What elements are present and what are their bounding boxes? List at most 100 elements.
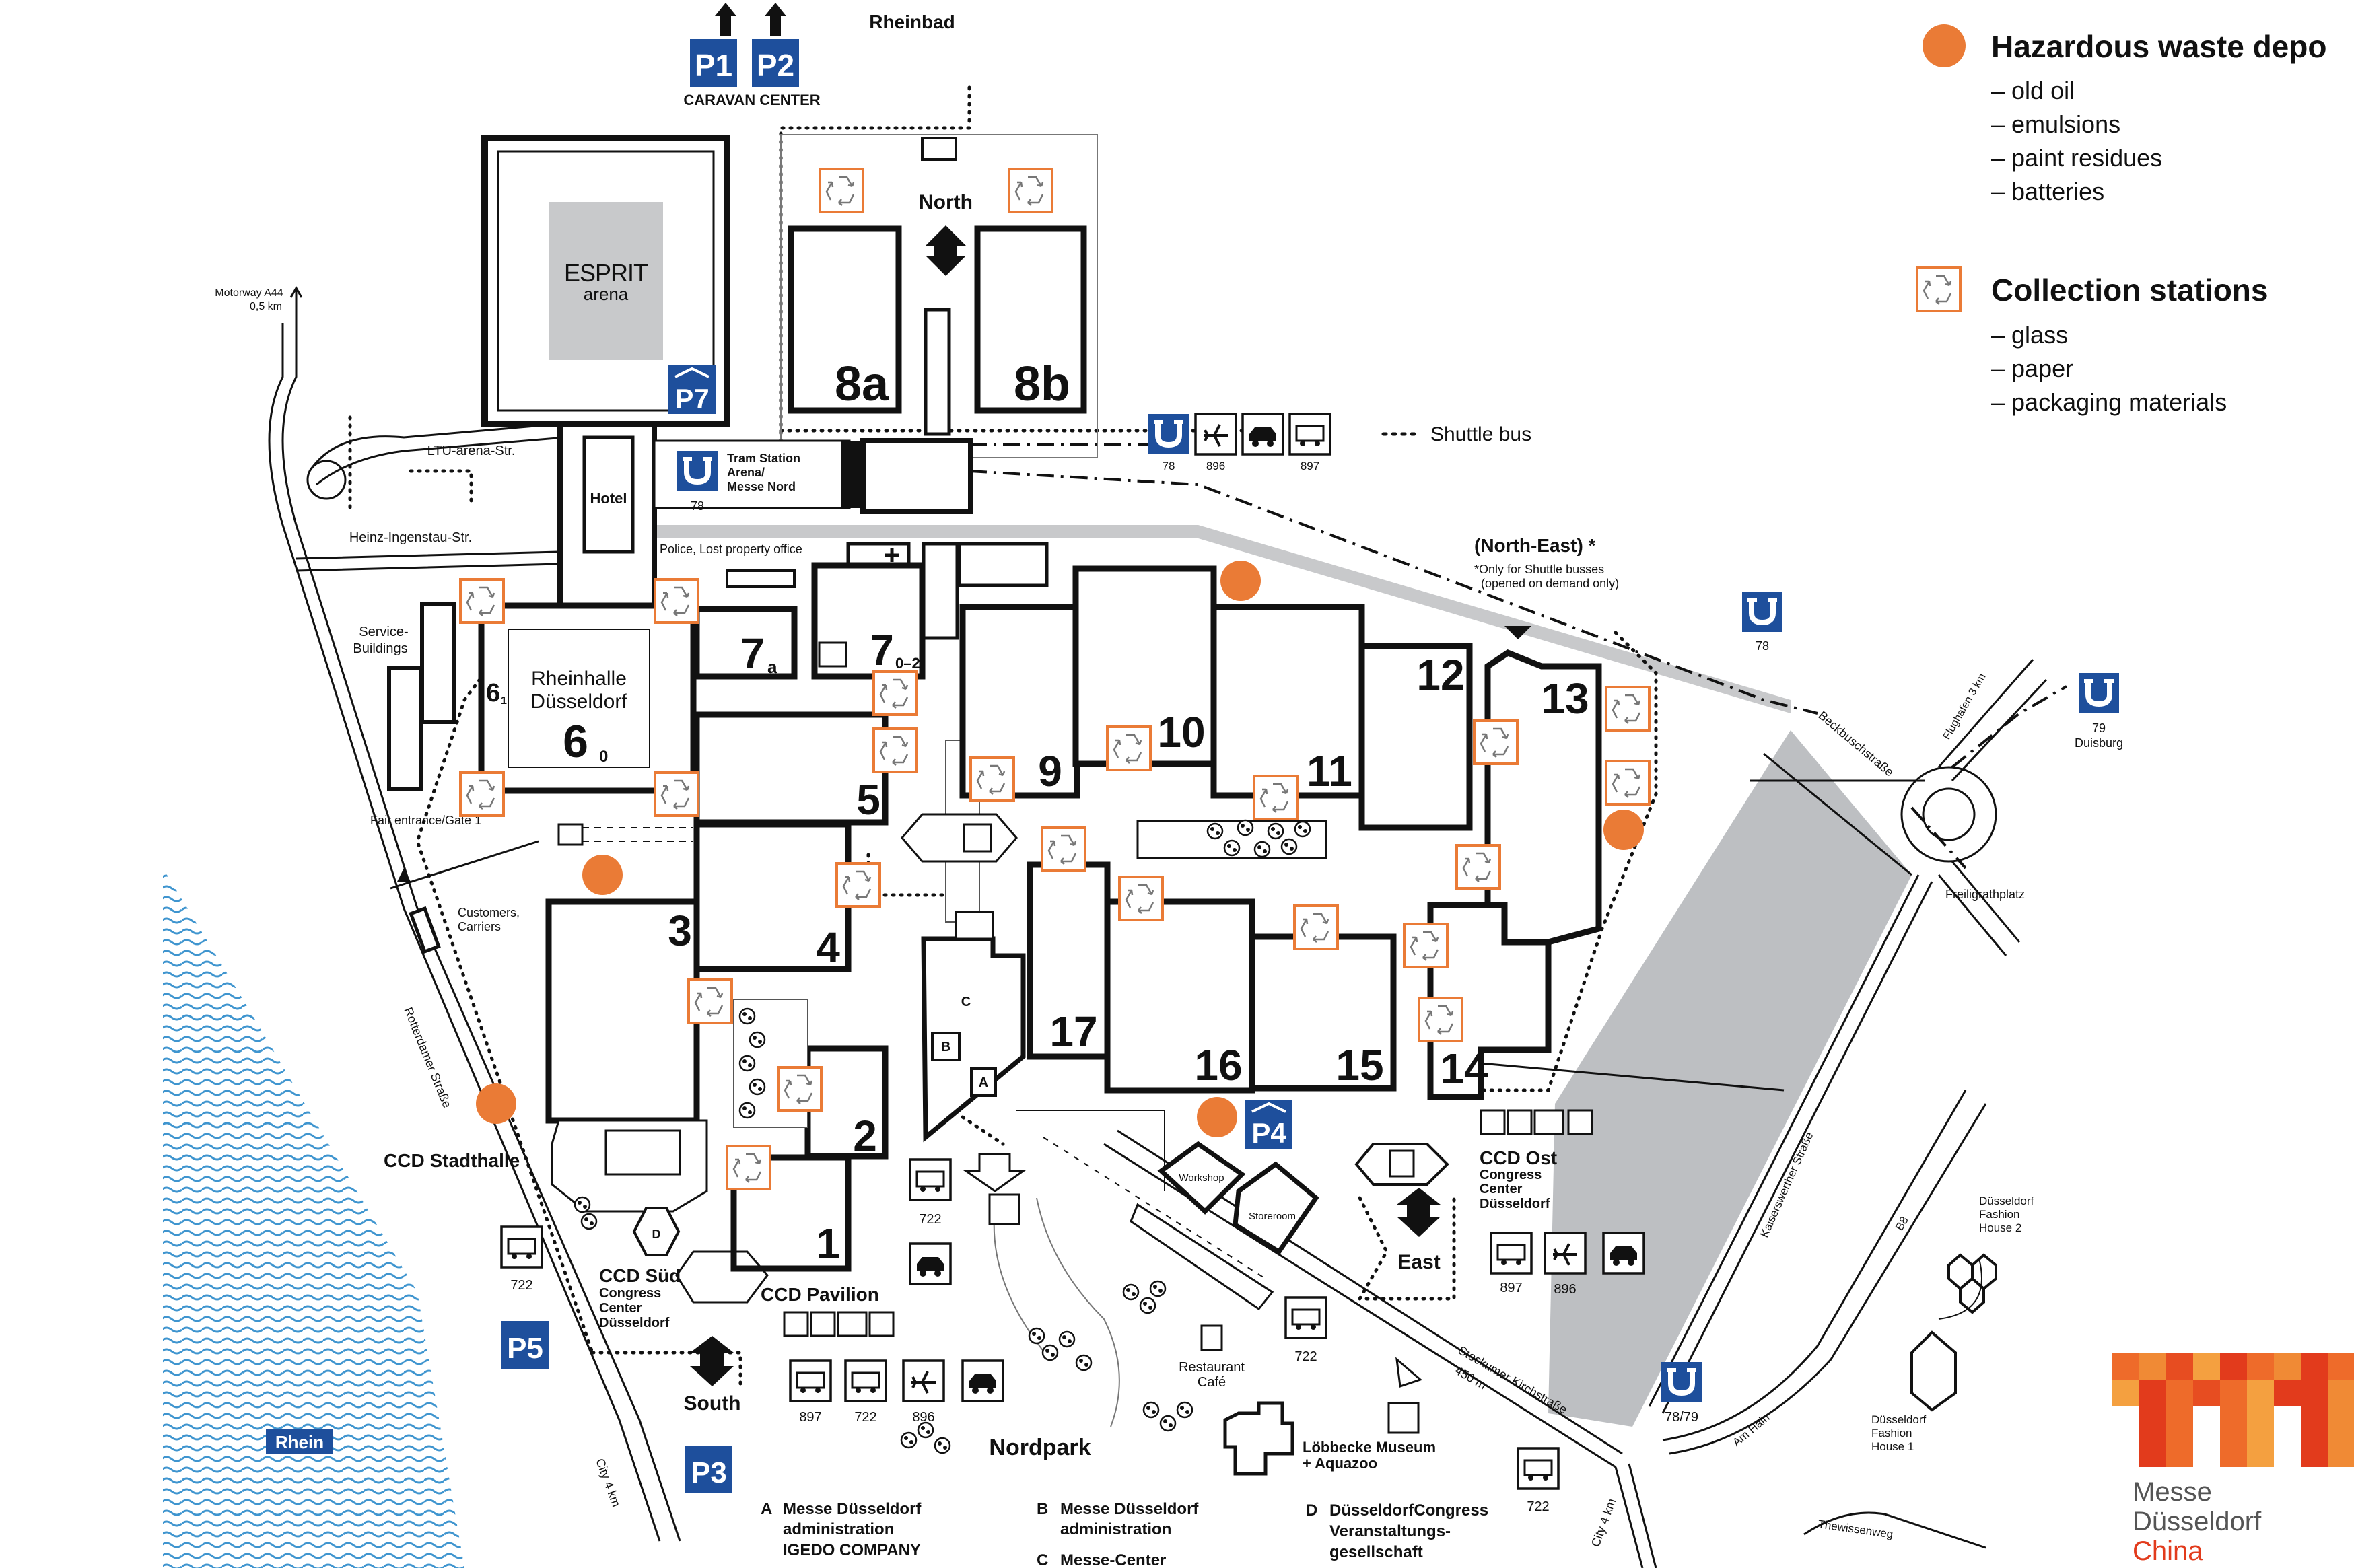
storeroom-building <box>1233 1161 1319 1255</box>
tram-stop-7879-label: 78/79 <box>1665 1410 1698 1425</box>
a-building-label: A <box>979 1075 988 1090</box>
hall-12-label: 12 <box>1416 651 1464 699</box>
footnote-a-l1: Messe Düsseldorf <box>783 1500 922 1518</box>
beckbusch-label: Beckbuschstraße <box>1815 709 1896 779</box>
restaurant-center <box>901 813 1018 863</box>
city-left-label: City 4 km <box>593 1457 623 1509</box>
arena-logo-box <box>549 202 663 360</box>
service-label: Service- <box>359 625 408 639</box>
restaurant-label-1: Restaurant <box>1179 1360 1245 1375</box>
east-gate-arrow <box>1397 1188 1441 1237</box>
footnote-d-l3: gesellschaft <box>1329 1543 1423 1561</box>
tram-stop-78-label: 78 <box>1756 639 1769 653</box>
rotterdamer-label: Rotterdamer Straße <box>401 1005 454 1110</box>
roads <box>268 323 2048 1568</box>
hall-6-side-sub: 1 <box>501 695 507 707</box>
tram-stop-79-icon[interactable] <box>2079 673 2119 713</box>
hall-7-label: 7 <box>870 626 894 674</box>
hall-5-label: 5 <box>856 775 880 824</box>
transit-south-897: 897 <box>799 1410 821 1425</box>
customers-label: Customers, <box>458 906 520 919</box>
footnote-b: B Messe Düsseldorf administration <box>1037 1500 1199 1538</box>
footnote-d: D DüsseldorfCongress Veranstaltungs- ges… <box>1306 1501 1488 1561</box>
thewissen-label: Thewissenweg <box>1817 1518 1894 1540</box>
hall-4-label: 4 <box>816 923 840 972</box>
ccd-sued-hex <box>632 1207 681 1256</box>
p3-sign[interactable]: P3 <box>685 1446 732 1493</box>
info-icons-pavilion[interactable] <box>783 1311 895 1337</box>
freiligrath-label: Freiligrathplatz <box>1945 888 2025 901</box>
hall-13-label: 13 <box>1541 674 1589 723</box>
city-bus-icons[interactable]: 722 722 722 722 <box>500 1158 1560 1514</box>
tram-messe-label: Messe Nord <box>727 480 796 493</box>
ccd-sued-sub3: Düsseldorf <box>599 1316 670 1330</box>
heinz-street-label: Heinz-Ingenstau-Str. <box>349 530 472 545</box>
p2-sign[interactable]: P2 <box>752 3 799 87</box>
north-east-label: (North-East) * <box>1474 535 1596 556</box>
hall-17 <box>1027 861 1111 1060</box>
ccd-sued-sub2: Center <box>599 1301 642 1316</box>
city-right-label: City 4 km <box>1589 1497 1618 1548</box>
p1-sign[interactable]: P1 <box>690 3 737 87</box>
legend-hazard-dot <box>1923 24 1966 67</box>
tram-stop-7879-icon[interactable] <box>1661 1362 1702 1402</box>
logo-line-2: Düsseldorf <box>2133 1507 2262 1536</box>
ccd-sued-label: CCD Süd <box>599 1265 681 1286</box>
south-gate-label: South <box>684 1392 741 1415</box>
fashion-house-2-l1: Düsseldorf <box>1979 1195 2034 1207</box>
north-gate-label: North <box>919 191 973 213</box>
p7-label: P7 <box>674 383 709 415</box>
transit-top-group[interactable]: 78 896 897 <box>1148 414 1331 472</box>
hall-14-label: 14 <box>1440 1044 1488 1093</box>
ccd-ost-sub3: Düsseldorf <box>1480 1197 1550 1211</box>
hotel-label: Hotel <box>590 490 627 507</box>
b-building-label: B <box>941 1040 950 1055</box>
parking-lot <box>1548 730 1912 1427</box>
tram-station-label: Tram Station <box>727 452 800 465</box>
transit-top-78: 78 <box>1163 460 1175 472</box>
p5-sign[interactable]: P5 <box>501 1321 549 1369</box>
flughafen-label: Flughafen 3 km <box>1941 672 1988 742</box>
footnote-b-l2: administration <box>1060 1520 1171 1538</box>
motorway-dist: 0,5 km <box>250 301 282 312</box>
restaurant-label-2: Café <box>1198 1375 1226 1390</box>
fashion-house-1 <box>1910 1330 1957 1412</box>
rheinhalle-label-2: Düsseldorf <box>530 690 627 713</box>
info-icons-ost[interactable] <box>1480 1109 1593 1135</box>
tram-station-icon[interactable] <box>677 451 718 491</box>
workshop-label: Workshop <box>1179 1172 1224 1184</box>
p7-sign[interactable]: P7 <box>668 365 716 415</box>
footnote-a-key: A <box>761 1500 772 1518</box>
fashion-house-2-l2: Fashion <box>1979 1208 2019 1221</box>
transit-east-group[interactable]: 897 896 <box>1490 1232 1645 1297</box>
logo-line-1: Messe <box>2133 1477 2212 1507</box>
p4-sign[interactable]: P4 <box>1245 1100 1292 1149</box>
motorway-label: Motorway A44 <box>215 287 283 299</box>
legend-collection-icon <box>1916 266 1962 312</box>
north-east-note-1: *Only for Shuttle busses <box>1474 563 1604 576</box>
legend-collection-item-2: – paper <box>1991 355 2073 382</box>
footnote-a-l2: administration <box>783 1520 894 1538</box>
hall-11-label: 11 <box>1307 747 1352 795</box>
shuttle-route-3 <box>1910 806 1967 869</box>
footnote-c-key: C <box>1037 1551 1048 1568</box>
logo-line-3: China <box>2133 1536 2203 1566</box>
tram-arena-label: Arena/ <box>727 466 765 479</box>
ccd-ost-sub2: Center <box>1480 1182 1523 1197</box>
south-gate-arrow <box>690 1336 734 1386</box>
hall-2-label: 2 <box>853 1112 877 1160</box>
transit-south-group[interactable]: 897 722 896 <box>789 1359 1004 1425</box>
ltu-street-label: LTU-arena-Str. <box>427 443 516 458</box>
tram-stop-78-icon[interactable] <box>1742 592 1782 632</box>
buildings-label: Buildings <box>353 641 407 656</box>
city-bus-722-b: 722 <box>510 1278 532 1293</box>
hall-6-sub: 0 <box>599 748 608 766</box>
hazardous-depots[interactable] <box>476 561 1644 1137</box>
ccd-sued-sub1: Congress <box>599 1286 661 1301</box>
legend-shuttle-label: Shuttle bus <box>1430 423 1531 446</box>
fashion-house-1-l3: House 1 <box>1871 1440 1914 1453</box>
hall-8b-label: 8b <box>1014 357 1070 411</box>
customers-building <box>409 906 441 954</box>
hall-8a <box>788 225 902 414</box>
rhein-label-box <box>266 1429 333 1454</box>
